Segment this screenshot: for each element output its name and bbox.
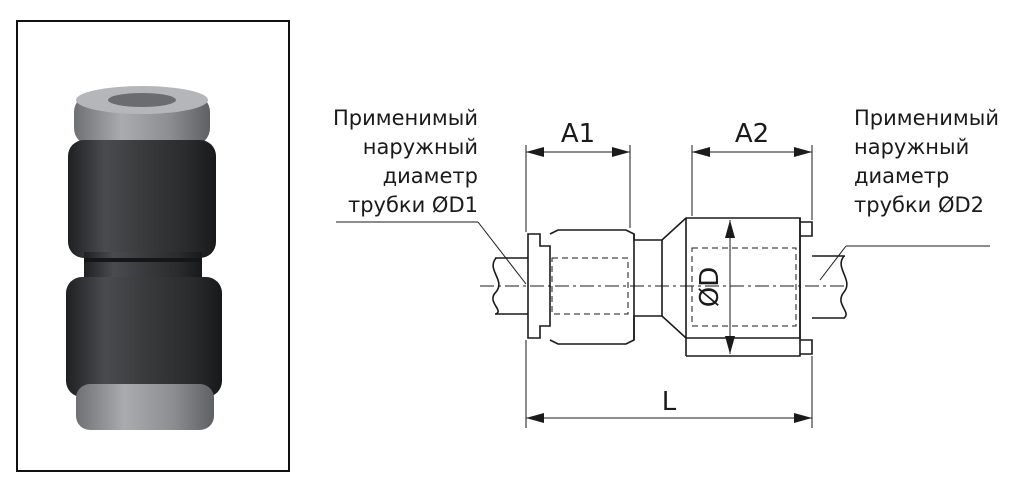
fitting-photo xyxy=(66,86,222,430)
right-body-bottom xyxy=(686,218,801,357)
left-tube-label: Применимый наружный диаметр трубки ØD1 xyxy=(333,104,478,220)
arrow-a2-right xyxy=(794,147,812,157)
right-tube xyxy=(812,255,845,319)
lower-body xyxy=(66,277,222,397)
left-leader-diagonal xyxy=(477,221,527,285)
arrow-a2-left xyxy=(692,147,710,157)
dim-l-label: L xyxy=(662,387,677,417)
left-label-line-3: диаметр xyxy=(382,164,478,188)
dim-a1-label: A1 xyxy=(561,119,595,149)
dim-d-label: ØD xyxy=(695,267,725,308)
fitting-body-outline xyxy=(549,217,801,345)
arrow-d-bottom xyxy=(725,336,735,354)
arrow-l-left xyxy=(526,413,544,423)
left-flange xyxy=(527,233,551,339)
right-label-line-1: Применимый xyxy=(854,106,999,130)
arrow-a1-left xyxy=(526,147,544,157)
right-label-line-2: наружный xyxy=(854,135,970,159)
right-tube-break xyxy=(840,255,848,319)
right-label-line-4: трубки ØD2 xyxy=(854,193,985,217)
left-tube-break xyxy=(492,257,500,315)
arrow-l-right xyxy=(794,413,812,423)
right-tube-label: Применимый наружный диаметр трубки ØD2 xyxy=(854,104,999,220)
left-bore-hidden xyxy=(551,257,629,315)
bottom-collet xyxy=(76,384,214,430)
left-label-line-2: наружный xyxy=(362,135,478,159)
dim-a2-label: A2 xyxy=(735,119,769,149)
right-flange xyxy=(800,221,813,355)
right-bore-hidden xyxy=(691,247,797,327)
left-label-line-1: Применимый xyxy=(333,106,478,130)
arrow-d-top xyxy=(725,220,735,238)
technical-drawing: A1 A2 L ØD xyxy=(336,119,990,428)
upper-body xyxy=(68,140,216,258)
top-collet-hole xyxy=(108,93,176,107)
product-photo-frame xyxy=(16,20,290,472)
left-tube xyxy=(495,257,528,315)
right-label-line-3: диаметр xyxy=(854,164,950,188)
arrow-a1-right xyxy=(612,147,630,157)
right-leader-diagonal xyxy=(819,245,847,281)
waist-groove xyxy=(84,258,202,262)
left-label-line-4: трубки ØD1 xyxy=(347,193,478,217)
